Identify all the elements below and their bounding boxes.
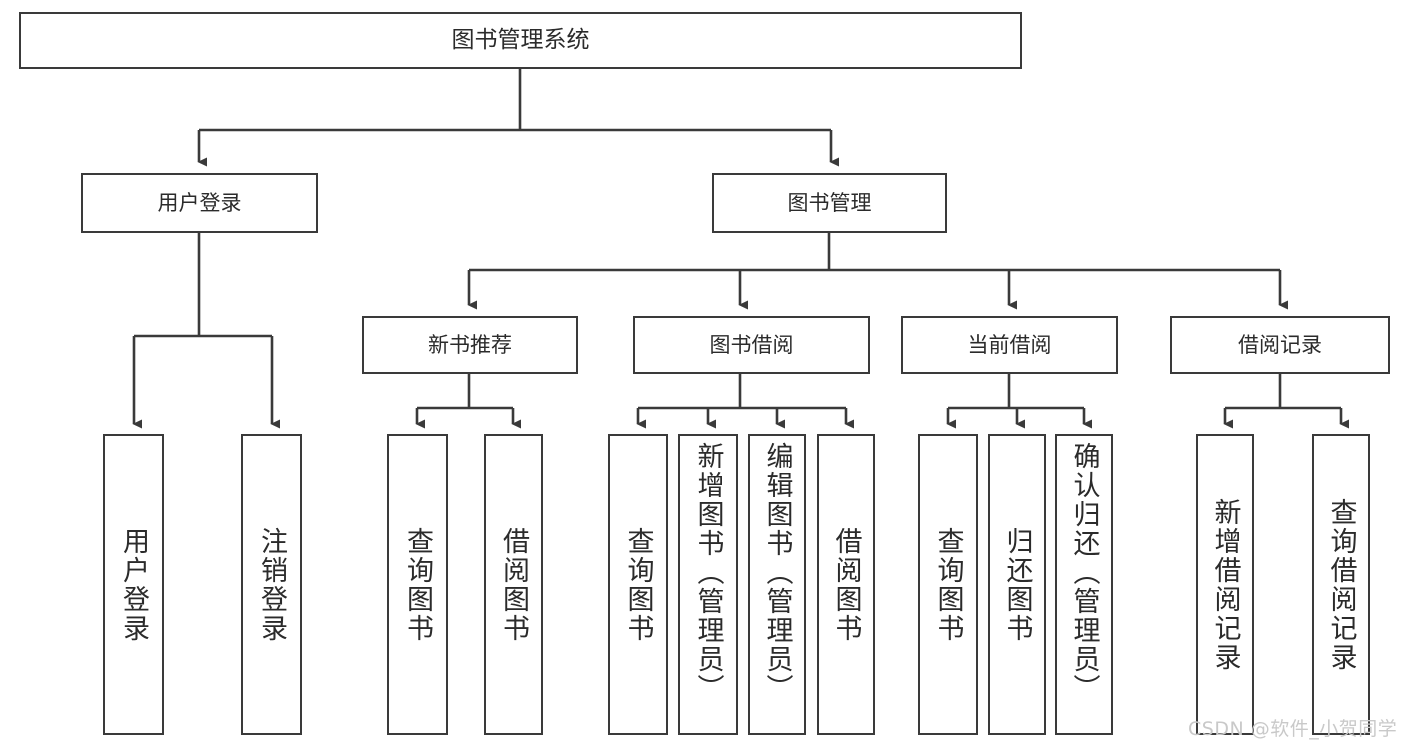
node-leaf-borrow-book-1-label: 借阅图书 xyxy=(498,526,529,643)
node-leaf-add-record-label: 新增借阅记录 xyxy=(1209,497,1241,672)
node-leaf-query-book-3-label: 查询图书 xyxy=(932,526,964,643)
node-leaf-return-book-label: 归还图书 xyxy=(1001,526,1033,643)
node-leaf-add-book-label: 新增图书（管理员） xyxy=(692,442,724,703)
node-book-manage[interactable]: 图书管理 xyxy=(712,173,947,233)
node-leaf-borrow-book-2[interactable]: 借阅图书 xyxy=(817,434,875,735)
node-leaf-user-logout[interactable]: 注销登录 xyxy=(241,434,302,735)
node-leaf-borrow-book-1[interactable]: 借阅图书 xyxy=(484,434,543,735)
node-current-borrow-label: 当前借阅 xyxy=(967,332,1052,357)
node-leaf-edit-book[interactable]: 编辑图书（管理员） xyxy=(748,434,806,735)
node-leaf-user-logout-label: 注销登录 xyxy=(256,526,287,643)
node-leaf-user-login-label: 用户登录 xyxy=(118,526,149,643)
node-new-book-recommend-label: 新书推荐 xyxy=(428,332,512,357)
node-book-borrow[interactable]: 图书借阅 xyxy=(633,316,870,374)
node-book-manage-label: 图书管理 xyxy=(787,190,872,215)
node-leaf-confirm-return-label: 确认归还（管理员） xyxy=(1068,442,1100,703)
node-leaf-return-book[interactable]: 归还图书 xyxy=(988,434,1046,735)
node-leaf-user-login[interactable]: 用户登录 xyxy=(103,434,164,735)
node-leaf-query-book-2-label: 查询图书 xyxy=(622,526,654,643)
node-leaf-add-record[interactable]: 新增借阅记录 xyxy=(1196,434,1254,735)
node-leaf-confirm-return[interactable]: 确认归还（管理员） xyxy=(1055,434,1113,735)
node-book-borrow-label: 图书借阅 xyxy=(709,332,794,357)
node-user-login-label: 用户登录 xyxy=(157,190,242,215)
node-leaf-query-record[interactable]: 查询借阅记录 xyxy=(1312,434,1370,735)
node-leaf-query-record-label: 查询借阅记录 xyxy=(1325,497,1357,672)
node-leaf-query-book-3[interactable]: 查询图书 xyxy=(918,434,978,735)
node-root[interactable]: 图书管理系统 xyxy=(19,12,1022,69)
node-leaf-add-book[interactable]: 新增图书（管理员） xyxy=(678,434,738,735)
node-borrow-record-label: 借阅记录 xyxy=(1238,332,1322,357)
node-leaf-query-book-1[interactable]: 查询图书 xyxy=(387,434,448,735)
watermark: CSDN @软件_小贺同学 xyxy=(1188,718,1398,740)
node-borrow-record[interactable]: 借阅记录 xyxy=(1170,316,1390,374)
node-root-label: 图书管理系统 xyxy=(451,26,590,53)
node-current-borrow[interactable]: 当前借阅 xyxy=(901,316,1118,374)
node-leaf-borrow-book-2-label: 借阅图书 xyxy=(830,526,862,643)
node-leaf-edit-book-label: 编辑图书（管理员） xyxy=(761,442,793,703)
node-leaf-query-book-1-label: 查询图书 xyxy=(402,526,433,643)
node-leaf-query-book-2[interactable]: 查询图书 xyxy=(608,434,668,735)
node-new-book-recommend[interactable]: 新书推荐 xyxy=(362,316,578,374)
node-user-login[interactable]: 用户登录 xyxy=(81,173,318,233)
